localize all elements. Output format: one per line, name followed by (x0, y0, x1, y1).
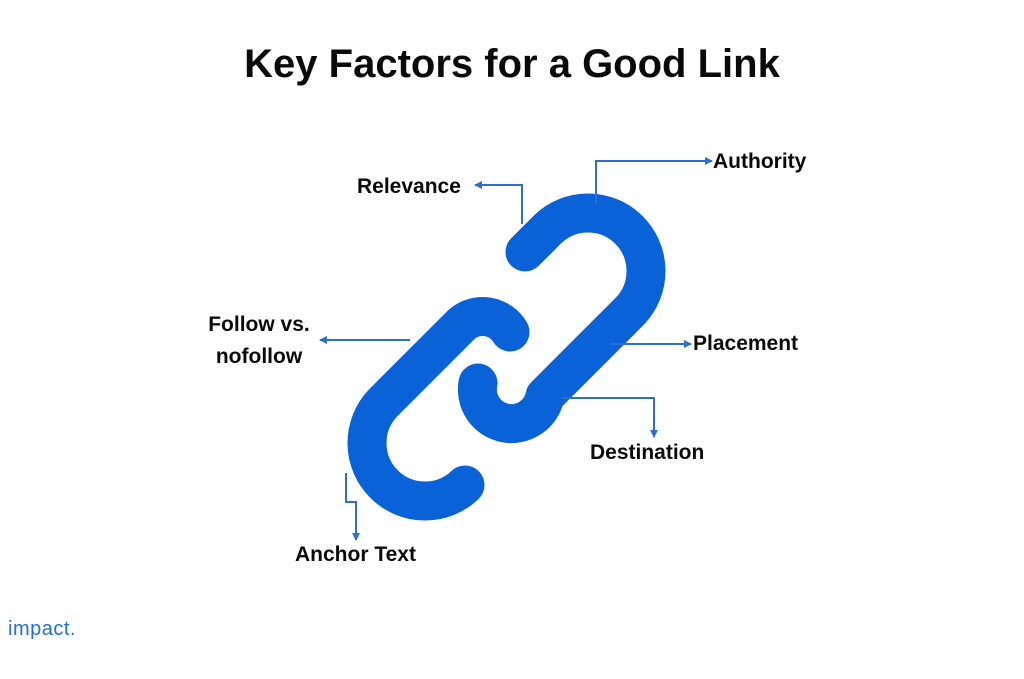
anchor-text-connector (345, 473, 360, 541)
placement-label: Placement (693, 332, 799, 355)
authority-connector (595, 157, 713, 204)
impact-logo: impact. (8, 618, 76, 640)
chain-lower-link (347, 297, 530, 521)
destination-connector (562, 397, 658, 438)
chain-link-icon (347, 193, 666, 521)
follow-label-line2: nofollow (215, 345, 303, 368)
relevance-connector (474, 181, 523, 224)
relevance-label: Relevance (357, 175, 461, 198)
follow-label-line1: Follow vs. (208, 313, 310, 336)
chain-upper-link (457, 193, 666, 444)
follow-nofollow-label: Follow vs. nofollow (202, 309, 316, 373)
destination-label: Destination (590, 441, 705, 464)
page-title: Key Factors for a Good Link (244, 42, 780, 86)
anchor-text-label: Anchor Text (295, 543, 416, 566)
authority-label: Authority (713, 150, 807, 173)
